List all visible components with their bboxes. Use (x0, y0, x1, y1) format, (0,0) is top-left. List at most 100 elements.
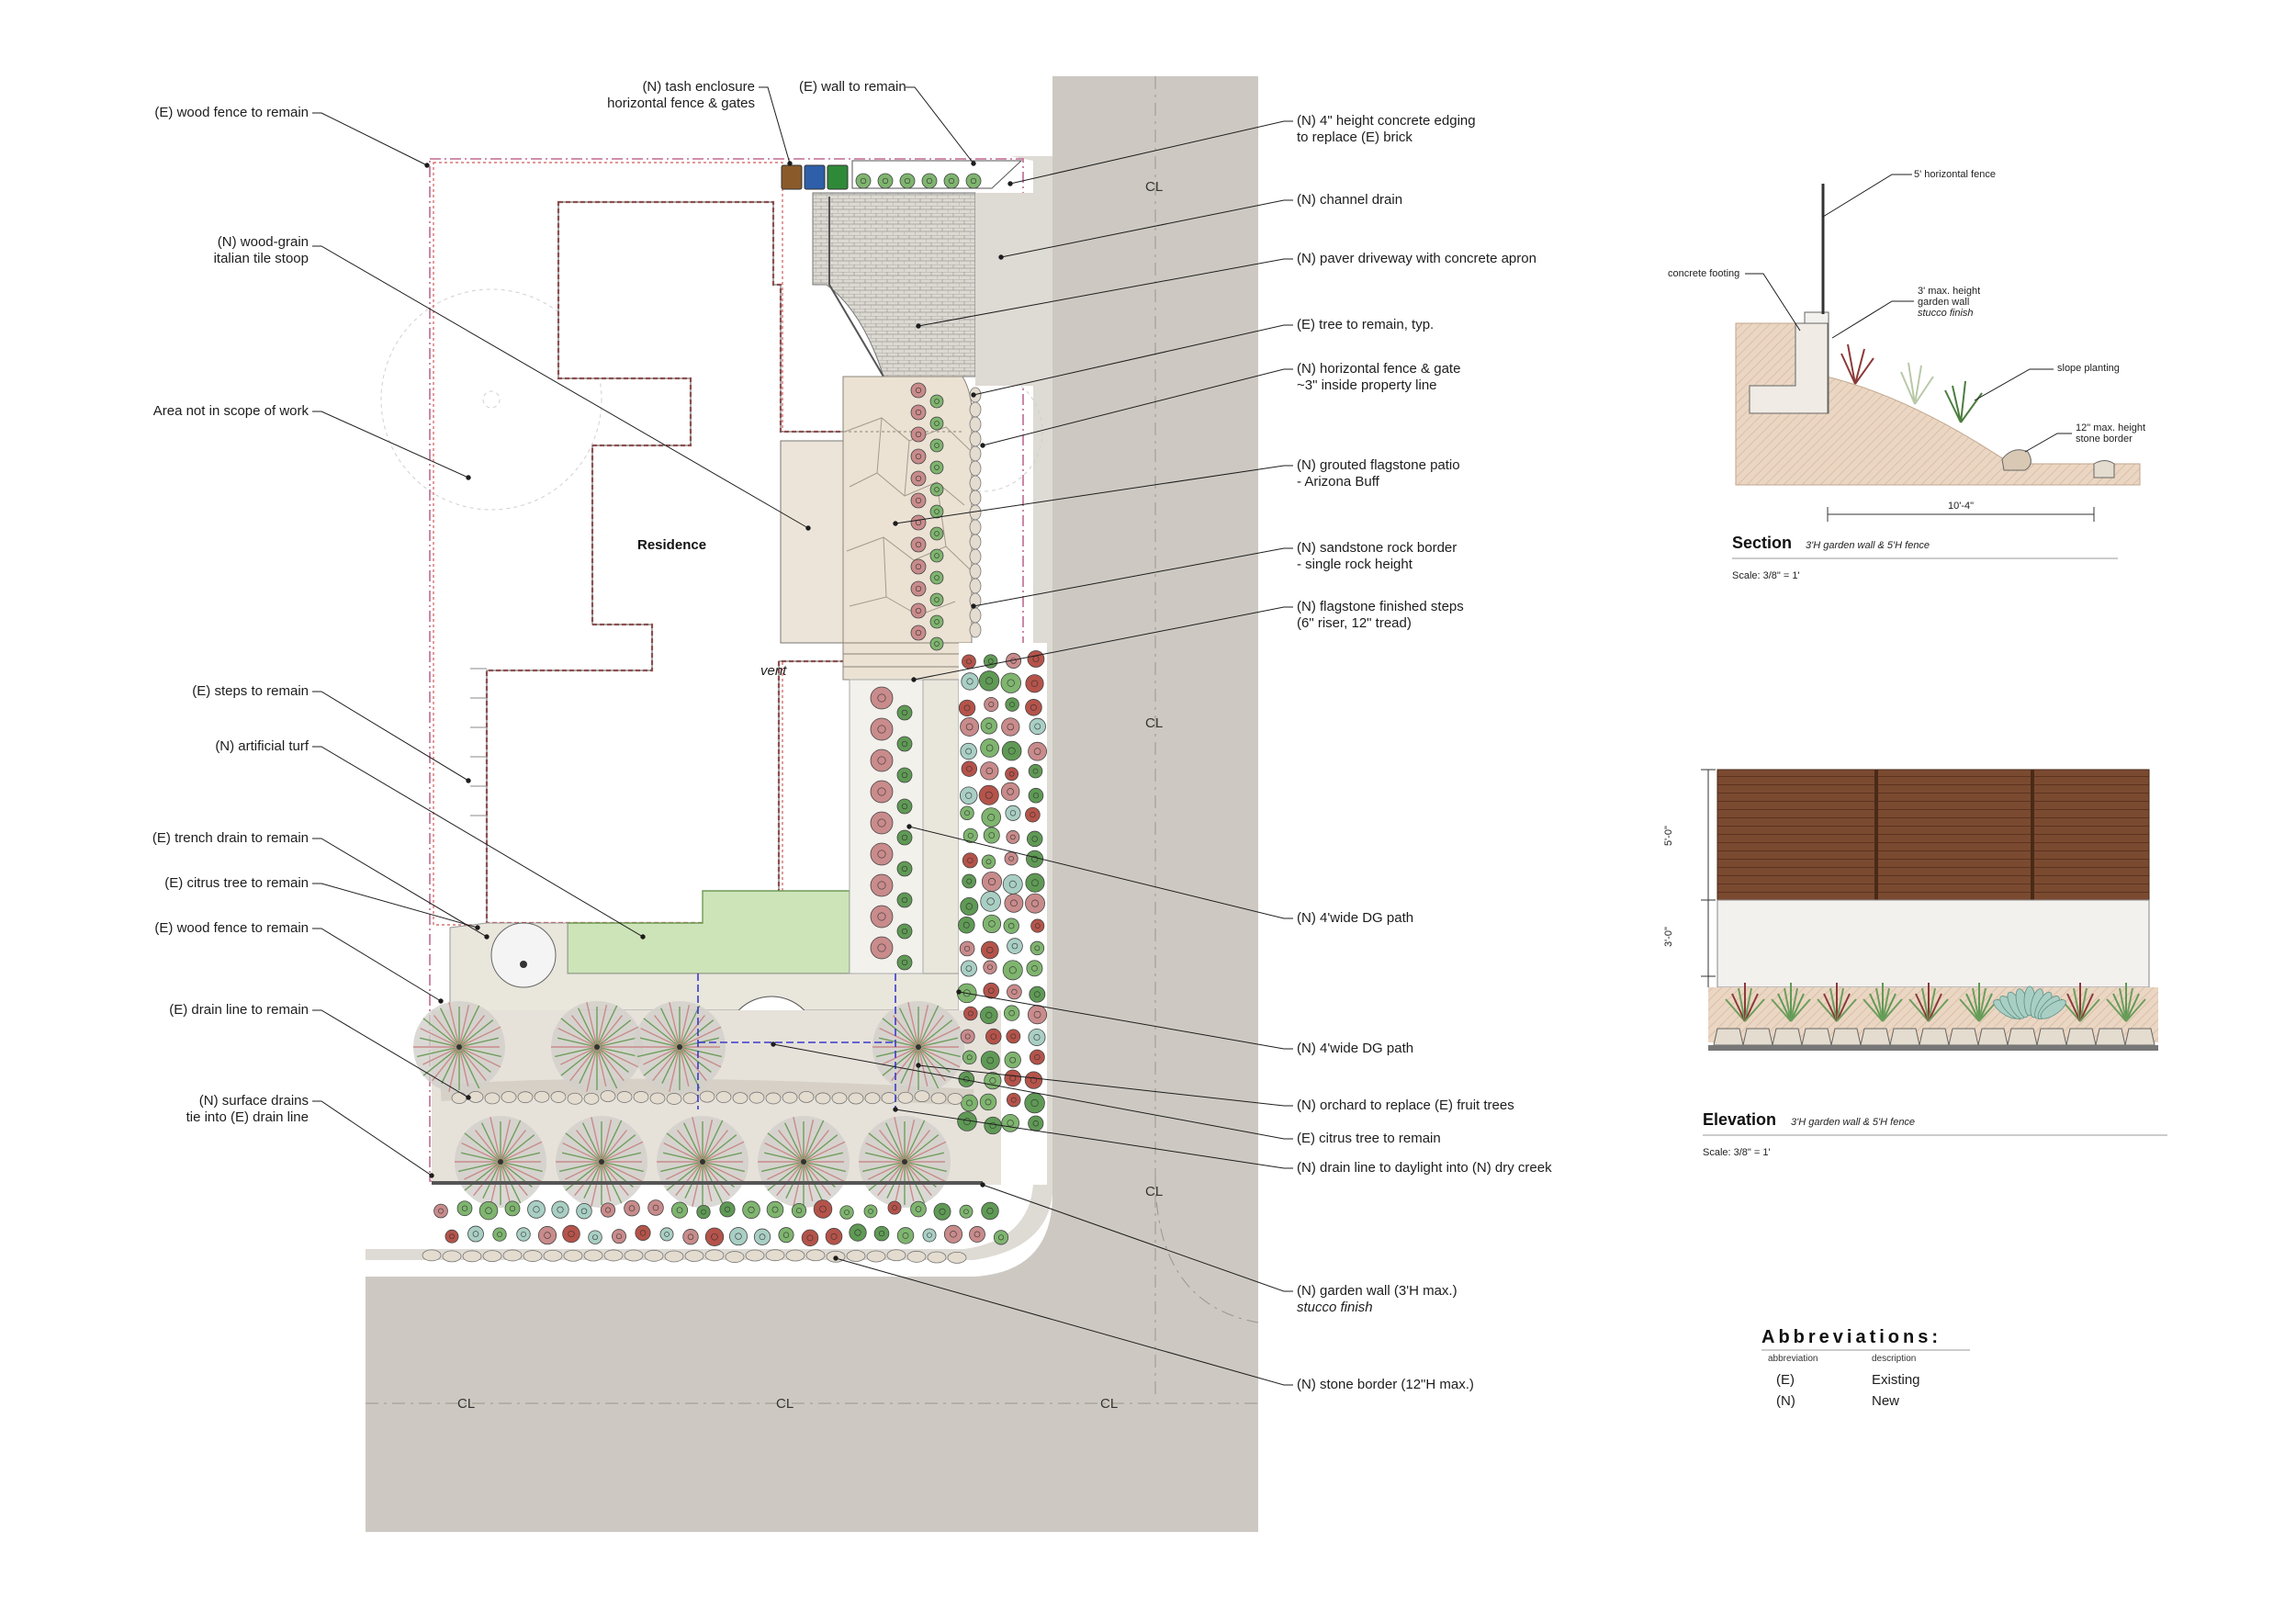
tree-branch (803, 1161, 846, 1183)
shrub (624, 1199, 640, 1217)
shrub (960, 1029, 975, 1044)
section-subtitle: 3'H garden wall & 5'H fence (1806, 540, 1930, 551)
shrub-body (929, 570, 944, 585)
shrub-body (910, 625, 927, 641)
shrub-body (960, 805, 974, 820)
tree-branch (917, 1026, 961, 1048)
tree-branch (679, 1005, 691, 1048)
shrub-center (986, 897, 995, 906)
tree-branch (803, 1134, 838, 1163)
shrub (1006, 1029, 1021, 1044)
section-detail: 10'-4" 5' horizontal fence concrete foot… (1668, 169, 2145, 581)
shrub-body (1004, 851, 1019, 866)
shrub (910, 536, 927, 553)
shrub-body (978, 784, 999, 805)
shrub (1006, 830, 1020, 844)
shrub-body (433, 1203, 448, 1219)
tree-branch (458, 1037, 500, 1048)
tree-branch (900, 1046, 919, 1084)
shrub (1006, 1092, 1021, 1108)
tree-branch (490, 1117, 501, 1163)
shrub-body (980, 717, 998, 735)
shrub-body (961, 672, 979, 691)
border-rock (550, 1091, 567, 1103)
tree-branch (458, 1019, 494, 1048)
shrub (899, 173, 916, 189)
shrub-center (901, 803, 908, 810)
shrub-body (929, 438, 944, 453)
shrub-center (987, 814, 996, 821)
shrub (855, 173, 872, 189)
shrub (980, 1006, 998, 1025)
shrub-body (1001, 740, 1022, 761)
section-dimension: 10'-4" (1948, 501, 1974, 512)
shrub-body (445, 1229, 459, 1244)
shrub (1005, 652, 1022, 670)
border-rock (969, 475, 982, 491)
border-rock (969, 416, 982, 433)
shrub (887, 1200, 902, 1215)
grass-blade (1875, 987, 1884, 1022)
leader-dot (475, 925, 480, 930)
shrub-body (910, 558, 927, 575)
shrub-body (1004, 1052, 1021, 1069)
shrub-center (664, 1232, 670, 1237)
border-rock (969, 563, 982, 580)
tree-branch (500, 1161, 543, 1173)
tree-branch (565, 1161, 602, 1180)
shrub-body (1024, 1071, 1043, 1089)
border-rock (969, 534, 982, 550)
shrub-center (605, 1207, 611, 1213)
shrub-center (985, 791, 993, 799)
trash-enclosure (781, 164, 849, 190)
border-rock (583, 1249, 603, 1262)
shrub-body (1003, 1005, 1020, 1021)
dg-path-vertical (921, 679, 960, 974)
leader-line (1000, 199, 1293, 258)
tree-branch (458, 1005, 470, 1048)
shrub-center (915, 607, 922, 614)
tree-branch (917, 1005, 940, 1048)
shrub-body (839, 1205, 854, 1220)
shrub (778, 1227, 794, 1244)
shrub-body (870, 873, 894, 897)
shrub-body (825, 1228, 843, 1245)
section-label: 12" max. height (2076, 422, 2145, 433)
shrub (984, 1072, 1002, 1090)
tree-branch (565, 1161, 602, 1191)
shrub (1028, 763, 1043, 779)
shrub-center (687, 1233, 694, 1240)
shrub (929, 460, 944, 475)
agave-leaf (2040, 999, 2066, 1019)
shrub (682, 1229, 699, 1245)
border-rock (715, 1091, 732, 1103)
shrub-body (1001, 1113, 1019, 1132)
shrub-center (934, 487, 940, 492)
tree-branch (882, 1046, 919, 1065)
elevation-stone (1977, 1028, 2009, 1046)
shrub (1005, 767, 1019, 782)
shrub (647, 1199, 664, 1216)
shrub-body (1005, 805, 1021, 821)
grass-blade (2106, 998, 2127, 1022)
tree-branch (778, 1130, 805, 1163)
grass-blade (1790, 987, 1798, 1022)
border-rock (745, 1249, 765, 1262)
border-rock (815, 1092, 831, 1105)
shrub (929, 416, 944, 431)
leader-line (312, 245, 809, 529)
shrub-body (978, 670, 1000, 692)
shrub-center (966, 1099, 973, 1107)
shrub (981, 871, 1002, 893)
elevation-grass (1863, 983, 1903, 1022)
tree-branch (803, 1161, 831, 1197)
shrub-center (877, 725, 886, 734)
border-rock (666, 1093, 682, 1105)
shrub-center (830, 1233, 838, 1240)
elevation-stone (1772, 1028, 1803, 1046)
shrub-body (1030, 940, 1045, 956)
elevation-scale: Scale: 3/8" = 1' (1703, 1147, 1771, 1158)
border-rock (846, 1250, 866, 1262)
elevation-stone (2007, 1028, 2038, 1046)
elevation-detail: 5'-0" 3'-0" Elevation 3'H garden wall & … (1663, 769, 2167, 1158)
